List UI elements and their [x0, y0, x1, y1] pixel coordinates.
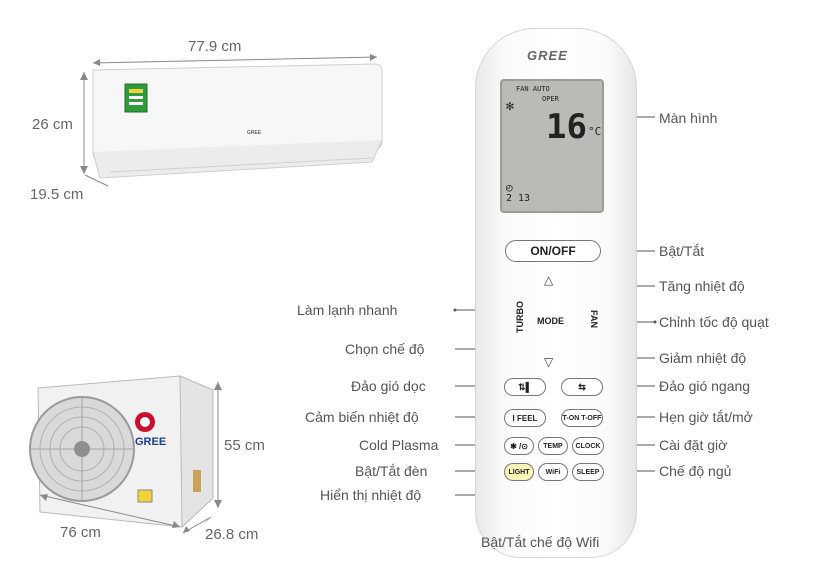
plasma-button[interactable]: ✱ /⊙	[504, 437, 534, 455]
timer-button[interactable]: T-ON T-OFF	[561, 409, 603, 427]
lcd-unit: °C	[588, 125, 602, 138]
ifeel-button[interactable]: I FEEL	[504, 409, 546, 427]
label-wifi: Bật/Tắt chế độ Wifi	[481, 534, 600, 550]
outdoor-width: 76 cm	[60, 524, 101, 541]
label-ifeel: Cảm biến nhiệt độ	[305, 409, 419, 425]
turbo-button[interactable]: TURBO	[515, 301, 525, 333]
label-temp-display: Hiển thị nhiệt độ	[320, 487, 422, 503]
label-temp-down: Giảm nhiệt độ	[659, 350, 747, 366]
swing-horizontal-icon: ⇆	[578, 381, 586, 392]
outdoor-height: 55 cm	[224, 437, 265, 454]
label-turbo: Làm lạnh nhanh	[297, 302, 398, 318]
label-timer: Hẹn giờ tắt/mở	[659, 409, 753, 425]
lcd-temperature: 16	[546, 107, 587, 147]
label-sleep: Chế độ ngủ	[659, 463, 732, 479]
indoor-depth: 19.5 cm	[30, 186, 84, 203]
lcd-screen: FAN AUTO OPER ✻ 16 °C ◴ 2 13	[500, 79, 604, 213]
indoor-width: 77.9 cm	[188, 38, 242, 55]
label-cold-plasma: Cold Plasma	[359, 437, 439, 453]
outdoor-logo: GREE	[135, 436, 167, 448]
on-off-button[interactable]: ON/OFF	[505, 240, 601, 262]
clock-button[interactable]: CLOCK	[572, 437, 604, 455]
snowflake-icon: ✻	[506, 99, 514, 114]
up-button[interactable]: △	[544, 273, 554, 287]
label-temp-up: Tăng nhiệt độ	[659, 278, 745, 294]
remote-brand: GREE	[527, 48, 568, 63]
swing-vertical-icon: ⇅▌	[518, 381, 532, 392]
outdoor-depth: 26.8 cm	[205, 526, 259, 543]
mode-button[interactable]: MODE	[537, 316, 564, 326]
lcd-mode-label: OPER	[542, 95, 559, 103]
label-screen: Màn hình	[659, 110, 718, 126]
label-mode: Chọn chế độ	[345, 341, 425, 357]
light-button[interactable]: LIGHT	[504, 463, 534, 481]
horizontal-swing-button[interactable]: ⇆	[561, 378, 603, 396]
lcd-fan-label: FAN AUTO	[516, 85, 550, 93]
lcd-clock: 2 13	[506, 193, 531, 204]
wifi-button[interactable]: WiFi	[538, 463, 568, 481]
label-clock: Cài đặt giờ	[659, 437, 728, 453]
vertical-swing-button[interactable]: ⇅▌	[504, 378, 546, 396]
label-on-off: Bật/Tắt	[659, 243, 705, 259]
label-horizontal-swing: Đảo gió ngang	[659, 378, 751, 394]
down-button[interactable]: ▽	[544, 355, 554, 369]
sleep-button[interactable]: SLEEP	[572, 463, 604, 481]
indoor-logo: GREE	[247, 130, 262, 136]
label-fan-speed: Chỉnh tốc độ quạt	[659, 314, 769, 330]
indoor-height: 26 cm	[32, 116, 73, 133]
fan-button[interactable]: FAN	[589, 310, 599, 328]
label-vertical-swing: Đảo gió dọc	[351, 378, 426, 394]
label-light: Bật/Tắt đèn	[355, 463, 428, 479]
temp-button[interactable]: TEMP	[538, 437, 568, 455]
clock-icon: ◴	[506, 181, 513, 194]
